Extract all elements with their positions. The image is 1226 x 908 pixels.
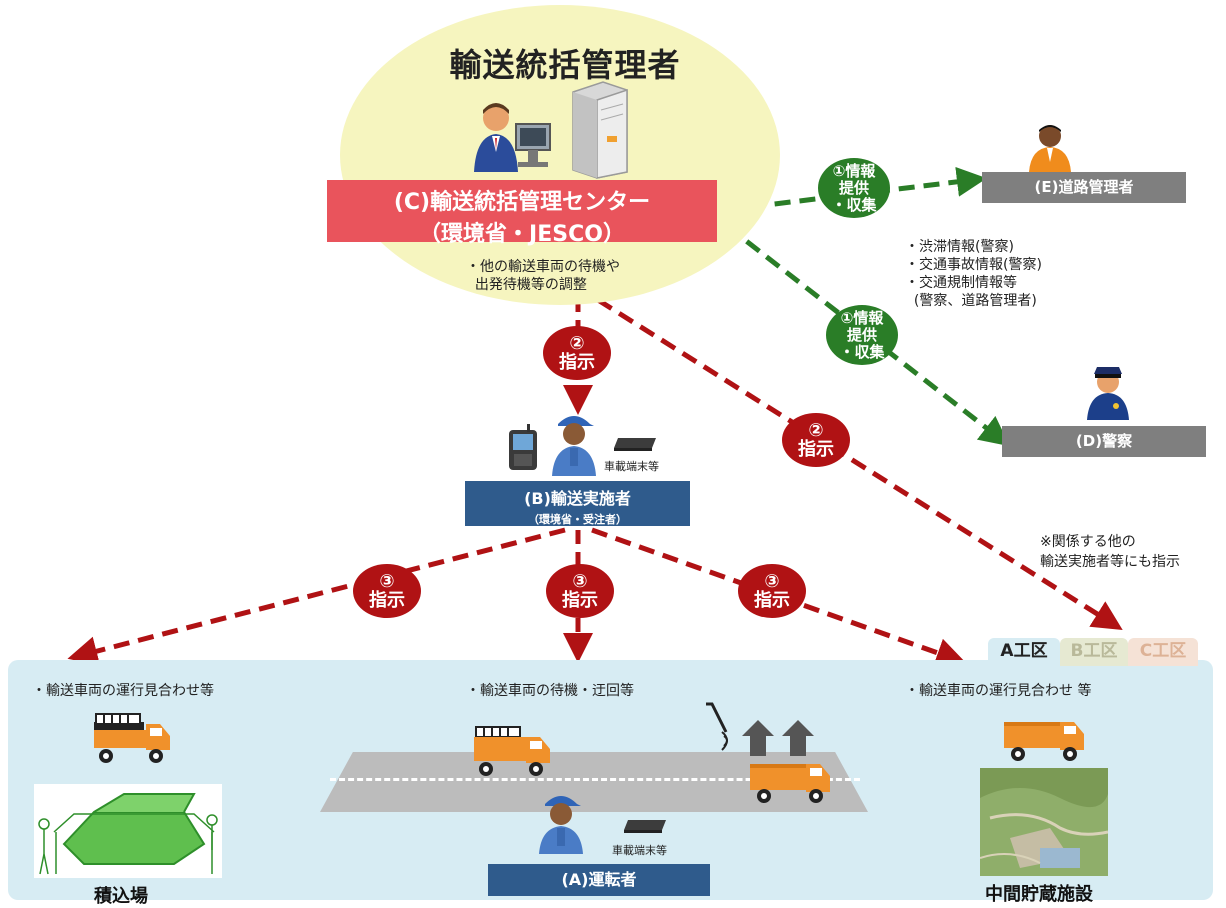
left-note: ・輸送車両の運行見合わせ等 — [32, 683, 214, 699]
server-icon — [572, 81, 628, 179]
police-box: (D)警察 — [1002, 426, 1206, 457]
empty-truck-icon-road — [750, 764, 830, 803]
police-person-icon — [1087, 367, 1129, 420]
implementer-terminal-label: 車載端末等 — [604, 460, 659, 473]
implementer-person-icon — [552, 416, 596, 476]
operator-person-icon — [474, 103, 551, 172]
center-note: ・他の輸送車両の待機や 出発待機等の調整 — [466, 259, 620, 293]
loading-site-caption: 積込場 — [94, 886, 148, 907]
driver-person-icon — [539, 796, 583, 854]
traffic-info-note: ・渋滞情報(警察) ・交通事故情報(警察) ・交通規制情報等 (警察、道路管理者… — [905, 239, 1042, 309]
loading-site-illustration — [34, 784, 222, 878]
middle-note: ・輸送車両の待機・迂回等 — [466, 683, 634, 699]
arrow-center-road-manager — [710, 166, 987, 224]
instruction-badge-left: ③ 指示 — [353, 564, 421, 618]
arrow-implementer-right — [591, 527, 967, 668]
center-subtitle: （環境省・JESCO） — [419, 222, 625, 247]
zone-tab-c: C工区 — [1128, 638, 1198, 666]
terminal-device-icon — [614, 438, 656, 451]
storage-facility-caption: 中間貯蔵施設 — [985, 884, 1093, 905]
implementer-sublabel: （環境省・受注者） — [528, 513, 627, 526]
implementer-box: (B)輸送実施者 （環境省・受注者） — [465, 481, 690, 526]
road-manager-box: (E)道路管理者 — [982, 172, 1186, 203]
center-title: (C)輸送統括管理センター — [393, 190, 651, 215]
instruction-badge-right: ③ 指示 — [738, 564, 806, 618]
empty-truck-icon-right — [1004, 722, 1084, 761]
arrow-implementer-left — [67, 527, 566, 666]
instruction-badge-middle: ③ 指示 — [546, 564, 614, 618]
instruction-badge-implementer: ② 指示 — [543, 326, 611, 380]
center-box: (C)輸送統括管理センター （環境省・JESCO） — [327, 180, 717, 247]
road-manager-person-icon — [1029, 125, 1071, 172]
signal-antenna-icon — [706, 702, 728, 751]
storage-facility-aerial — [980, 768, 1108, 876]
driver-terminal-label: 車載端末等 — [612, 844, 667, 857]
loaded-truck-icon-road — [474, 726, 550, 776]
instruction-badge-zone: ② 指示 — [782, 413, 850, 467]
mobile-phone-icon — [509, 424, 537, 470]
page-title: 輸送統括管理者 — [449, 46, 681, 84]
implementer-label: (B)輸送実施者 — [524, 489, 631, 508]
zone-tab-b: B工区 — [1060, 638, 1128, 666]
info-badge-road-manager: ①情報 提供 ・収集 — [818, 158, 890, 218]
loaded-truck-icon-left — [94, 713, 170, 763]
road-centerline — [330, 778, 860, 781]
right-note: ・輸送車両の運行見合わせ 等 — [905, 683, 1092, 699]
up-arrows-icon — [742, 720, 814, 756]
management-oval — [340, 5, 780, 305]
driver-terminal-device-icon — [624, 820, 666, 833]
arrow-center-zone-a — [596, 297, 1123, 630]
driver-box: (A)運転者 — [488, 864, 710, 896]
info-badge-police: ①情報 提供 ・収集 — [826, 305, 898, 365]
zone-tab-a: A工区 — [988, 638, 1060, 666]
other-implementers-note: ※関係する他の 輸送実施者等にも指示 — [1040, 534, 1180, 570]
arrow-center-police — [725, 224, 1010, 447]
